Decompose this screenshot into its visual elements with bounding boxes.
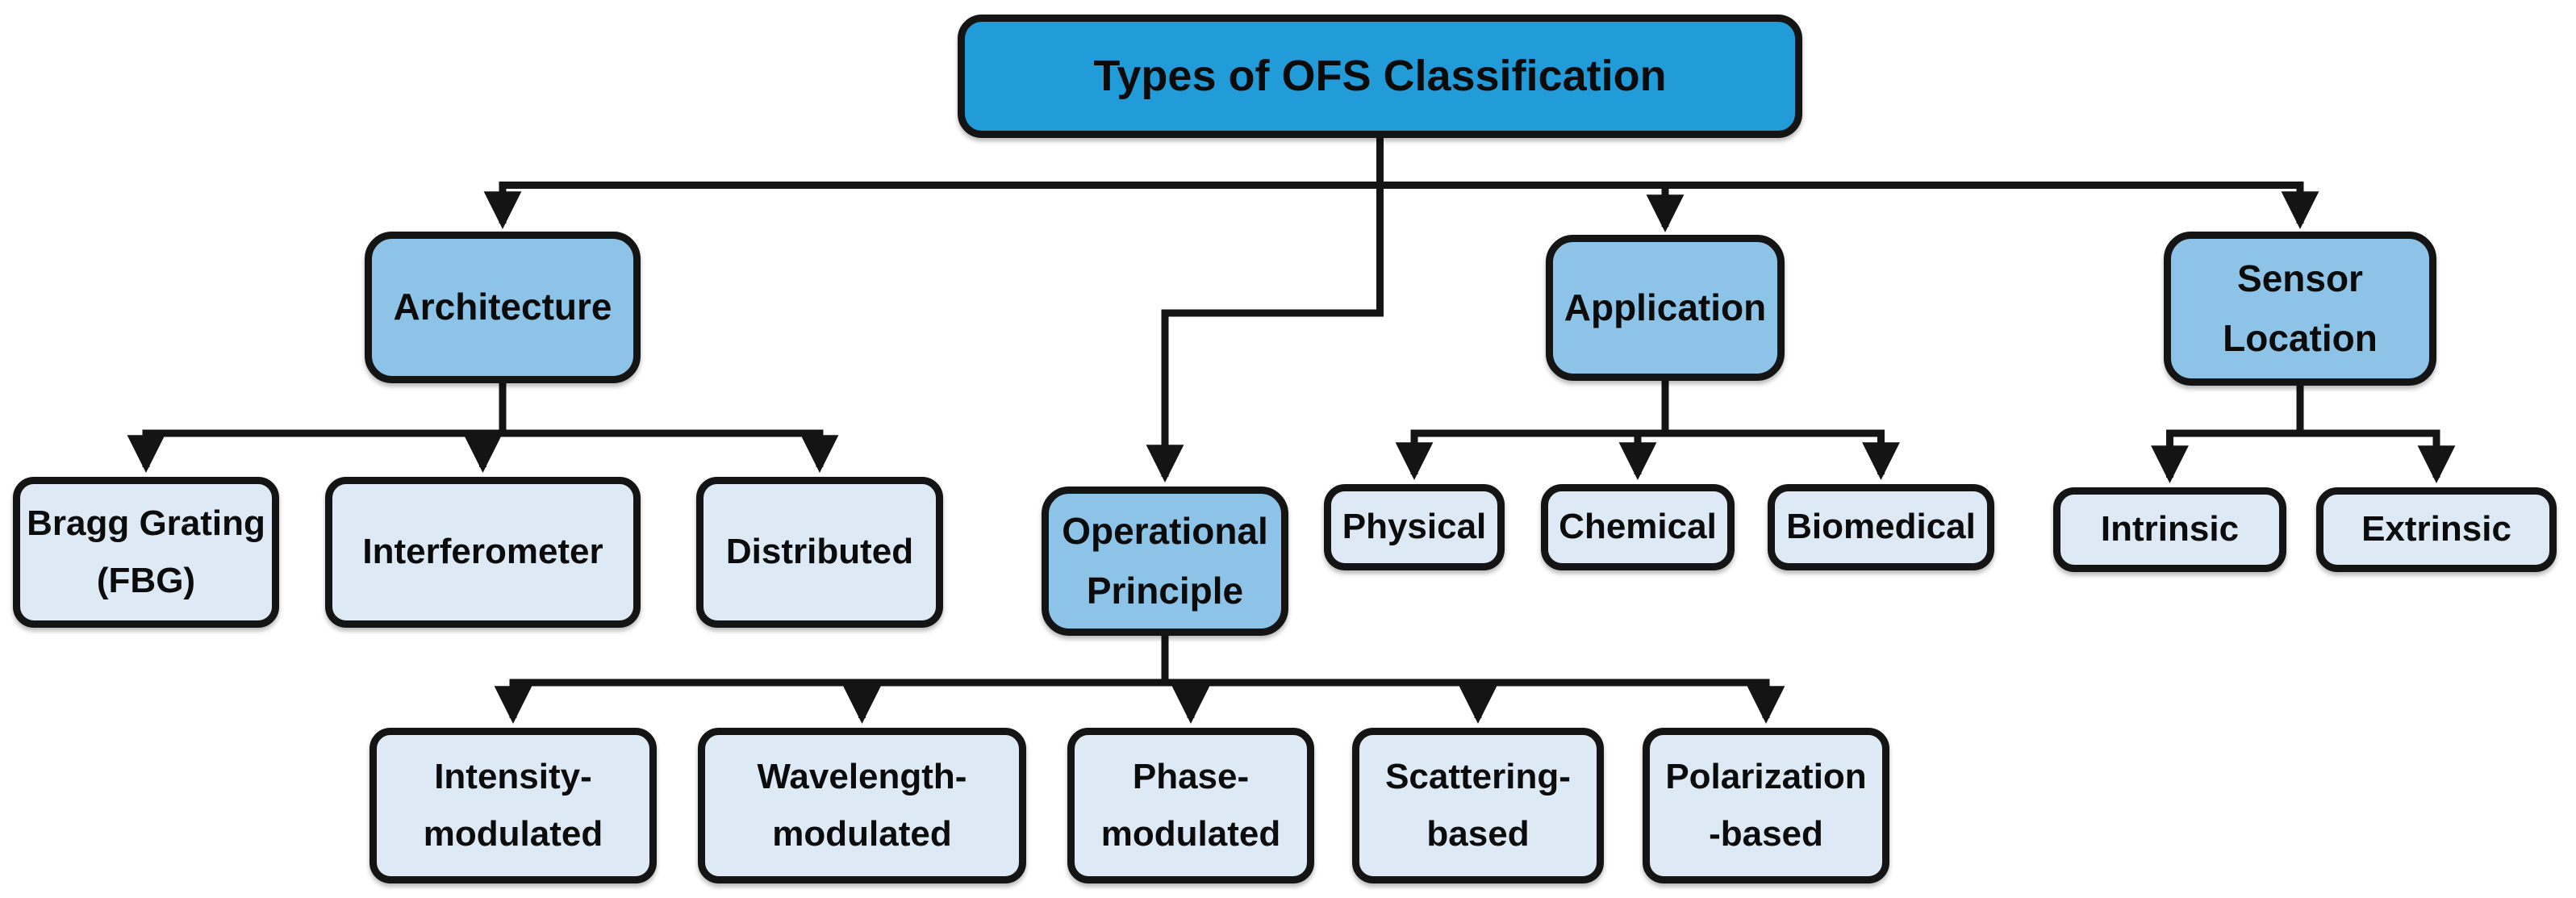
node-label: Extrinsic bbox=[2361, 509, 2511, 549]
node-label: Operational Principle bbox=[1062, 509, 1268, 612]
node-label: Physical bbox=[1342, 507, 1487, 547]
node-label: Architecture bbox=[393, 286, 612, 328]
node-intensity-modulated: Intensity- modulated bbox=[369, 728, 657, 883]
node-label: Scattering- based bbox=[1385, 757, 1571, 854]
node-label: Sensor Location bbox=[2223, 257, 2378, 359]
node-label: Interferometer bbox=[362, 532, 603, 572]
node-scattering-based: Scattering- based bbox=[1352, 728, 1604, 883]
node-root-title: Types of OFS Classification bbox=[958, 15, 1802, 138]
node-label: Phase- modulated bbox=[1100, 757, 1281, 854]
node-interferometer: Interferometer bbox=[325, 477, 641, 628]
node-application: Application bbox=[1546, 235, 1785, 381]
node-sensor-location: Sensor Location bbox=[2164, 232, 2436, 386]
edge-root-operational-principle bbox=[1146, 138, 1384, 483]
node-label: Types of OFS Classification bbox=[1093, 52, 1667, 101]
node-chemical: Chemical bbox=[1541, 484, 1735, 570]
node-label: Distributed bbox=[725, 532, 914, 572]
node-label: Intensity- modulated bbox=[423, 757, 603, 854]
node-polarization-based: Polarization -based bbox=[1643, 728, 1889, 883]
node-label: Chemical bbox=[1559, 507, 1717, 547]
node-biomedical: Biomedical bbox=[1768, 484, 1994, 570]
node-intrinsic: Intrinsic bbox=[2053, 487, 2286, 572]
node-extrinsic: Extrinsic bbox=[2316, 487, 2557, 572]
node-operational-principle: Operational Principle bbox=[1042, 487, 1288, 636]
node-label: Polarization -based bbox=[1665, 757, 1867, 854]
node-phase-modulated: Phase- modulated bbox=[1067, 728, 1314, 883]
node-label: Biomedical bbox=[1786, 507, 1976, 547]
node-wavelength-modulated: Wavelength- modulated bbox=[698, 728, 1026, 883]
node-label: Bragg Grating (FBG) bbox=[27, 503, 265, 600]
node-label: Application bbox=[1564, 286, 1767, 328]
node-label: Intrinsic bbox=[2100, 509, 2240, 549]
node-architecture: Architecture bbox=[365, 232, 641, 383]
node-distributed: Distributed bbox=[696, 477, 943, 628]
node-physical: Physical bbox=[1324, 484, 1505, 570]
node-label: Wavelength- modulated bbox=[757, 757, 967, 854]
node-bragg-grating: Bragg Grating (FBG) bbox=[13, 477, 279, 628]
